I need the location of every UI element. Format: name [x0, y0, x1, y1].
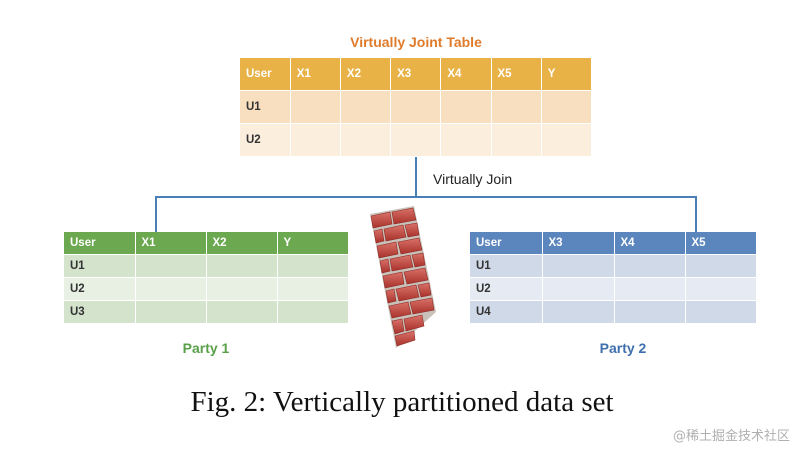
- table-row: U2: [470, 277, 757, 301]
- table-cell: [685, 254, 757, 278]
- table-cell: [290, 123, 341, 157]
- figure-caption: Fig. 2: Vertically partitioned data set: [190, 386, 614, 418]
- join-label: Virtually Join: [433, 171, 513, 187]
- table-row: U2: [64, 277, 349, 301]
- header-cell: X1: [290, 58, 341, 91]
- table-row: U4: [470, 300, 757, 324]
- table-row: U3: [64, 300, 349, 324]
- table-cell: [614, 254, 686, 278]
- header-cell: X3: [542, 232, 615, 255]
- table-cell: [542, 254, 615, 278]
- header-cell: User: [64, 232, 136, 255]
- table-cell: [206, 300, 278, 324]
- table-cell: [206, 277, 278, 301]
- table-row: U1: [240, 90, 593, 124]
- table-cell: U1: [240, 90, 291, 124]
- header-cell: X2: [206, 232, 278, 255]
- party2-table: User X3 X4 X5 U1 U2 U4: [470, 232, 757, 324]
- table-cell: [541, 123, 593, 157]
- connector-vertical-left: [155, 196, 157, 234]
- table-cell: [290, 90, 341, 124]
- table-cell: [277, 277, 349, 301]
- brick-wall-icon: [362, 204, 442, 359]
- table-cell: [390, 90, 442, 124]
- table-cell: U3: [64, 300, 136, 324]
- table-cell: [135, 277, 207, 301]
- table-header-row: User X1 X2 Y: [64, 232, 349, 255]
- table-cell: U2: [470, 277, 543, 301]
- table-cell: [390, 123, 442, 157]
- header-cell: X2: [340, 58, 392, 91]
- header-cell: User: [470, 232, 543, 255]
- table-cell: [541, 90, 593, 124]
- table-header-row: User X1 X2 X3 X4 X5 Y: [240, 58, 593, 91]
- table-cell: [206, 254, 278, 278]
- connector-vertical-right: [695, 196, 697, 234]
- table-cell: [340, 90, 392, 124]
- header-cell: X4: [440, 58, 492, 91]
- table-cell: U1: [470, 254, 543, 278]
- party1-label: Party 1: [182, 340, 230, 356]
- table-cell: U1: [64, 254, 136, 278]
- table-cell: [491, 123, 542, 157]
- table-cell: [614, 277, 686, 301]
- header-cell: Y: [541, 58, 593, 91]
- joint-table: User X1 X2 X3 X4 X5 Y U1 U2: [240, 58, 593, 157]
- joint-table-title: Virtually Joint Table: [350, 34, 482, 50]
- table-cell: [277, 300, 349, 324]
- table-cell: [542, 277, 615, 301]
- table-row: U2: [240, 123, 593, 157]
- header-cell: X1: [135, 232, 207, 255]
- header-cell: X5: [491, 58, 542, 91]
- header-cell: X5: [685, 232, 757, 255]
- table-cell: [491, 90, 542, 124]
- table-cell: [440, 123, 492, 157]
- party1-table: User X1 X2 Y U1 U2 U3: [64, 232, 349, 324]
- header-cell: Y: [277, 232, 349, 255]
- table-cell: [440, 90, 492, 124]
- table-cell: [614, 300, 686, 324]
- table-cell: [685, 277, 757, 301]
- table-cell: [685, 300, 757, 324]
- watermark: @稀土掘金技术社区: [672, 429, 790, 444]
- table-row: U1: [64, 254, 349, 278]
- table-cell: U2: [240, 123, 291, 157]
- table-row: U1: [470, 254, 757, 278]
- table-cell: U4: [470, 300, 543, 324]
- table-cell: [340, 123, 392, 157]
- header-cell: User: [240, 58, 291, 91]
- table-cell: U2: [64, 277, 136, 301]
- connector-horizontal: [155, 196, 697, 198]
- connector-vertical-center: [415, 157, 417, 197]
- header-cell: X3: [390, 58, 442, 91]
- party2-label: Party 2: [599, 340, 647, 356]
- table-cell: [135, 300, 207, 324]
- table-cell: [135, 254, 207, 278]
- table-cell: [542, 300, 615, 324]
- table-header-row: User X3 X4 X5: [470, 232, 757, 255]
- header-cell: X4: [614, 232, 686, 255]
- table-cell: [277, 254, 349, 278]
